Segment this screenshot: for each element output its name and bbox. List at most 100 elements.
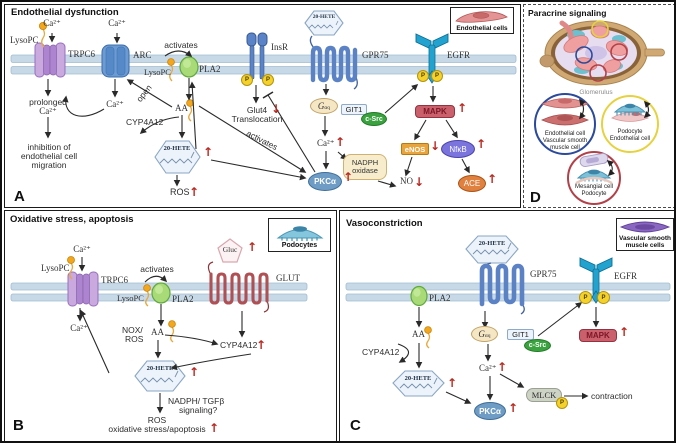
inhibition-label-line1: inhibition of <box>27 142 71 152</box>
20-hete-label: 20-HETE <box>404 375 432 382</box>
panel-d-art <box>534 20 665 205</box>
arrows <box>76 257 252 414</box>
panel-b-title: Oxidative stress, apoptosis <box>10 214 134 225</box>
prolonged-label-line1: prolonged <box>29 97 67 107</box>
csrc-node: c-Src <box>524 339 551 352</box>
aa-label: AA <box>151 327 164 337</box>
phospho-icon: P <box>597 291 610 304</box>
panel-a-art <box>10 10 517 188</box>
contraction-label: contraction <box>591 391 633 401</box>
activates-label: activates <box>140 264 174 274</box>
aa-label: AA <box>175 103 188 113</box>
glucose-label: Gluc <box>222 245 238 254</box>
cellbox-label: Endothelial cells <box>456 25 508 32</box>
20-hete-label: 20-HETE <box>312 14 336 20</box>
glut4-label-line1: Glut4 <box>246 105 268 115</box>
pla2-enzyme-icon <box>151 282 171 304</box>
lysopc-label: LysoPC <box>117 293 144 303</box>
20-hete-label: 20-HETE <box>478 240 506 247</box>
lysopc-label: LysoPC <box>144 67 171 77</box>
vascular-smooth-muscle-cell-icon <box>619 221 671 233</box>
podocyte-cell-icon <box>276 226 323 241</box>
panel-b: Oxidative stress, apoptosis B Ca²⁺ LysoP… <box>4 210 337 441</box>
circle1-label-line1: Endothelial cell <box>544 131 586 137</box>
circle2-label-line1: Podocyte <box>617 129 643 135</box>
nox-ros-label-line1: NOX/ <box>122 325 143 335</box>
trpc6-channel-icon <box>67 271 99 307</box>
panel-d: Paracrine signaling D Glomerulus Endothe… <box>523 4 674 208</box>
no-label: NO <box>400 176 413 186</box>
gq-subscript-label: αq <box>484 333 491 339</box>
calcium-label: Ca²⁺ <box>43 18 61 28</box>
endothelial-cell-icon <box>455 11 508 23</box>
20-hete-molecule-icon <box>392 370 445 397</box>
insr-label: InsR <box>271 42 289 52</box>
ros-label-line1: ROS <box>147 415 167 425</box>
panel-c-title: Vasoconstriction <box>346 218 423 229</box>
lysopc-lipid-icon <box>67 256 75 280</box>
mesangial-podocyte-crosstalk-circle <box>567 151 621 205</box>
panel-d-title: Paracrine signaling <box>528 8 607 18</box>
cellbox-label-line2: muscle cells <box>625 242 665 249</box>
gpr75-label: GPR75 <box>530 269 557 279</box>
lysopc-label: LysoPC <box>10 35 39 45</box>
upregulated-arrow-icon: ↑ <box>447 376 458 390</box>
mapk-node: MAPK <box>579 329 617 342</box>
git1-node: GIT1 <box>507 329 534 340</box>
circle1-label-line3: muscle cell <box>550 145 580 151</box>
trpc6-label: TRPC6 <box>68 49 96 59</box>
aa-label: AA <box>412 329 425 339</box>
ros-label: ROS <box>170 187 190 197</box>
glut-transporter-icon <box>207 261 270 313</box>
downregulated-arrow-icon: ↓ <box>430 139 441 153</box>
calcium-label: Ca²⁺ <box>70 323 88 333</box>
nox-ros-label-line2: ROS <box>125 334 144 344</box>
upregulated-arrow-icon: ↑ <box>189 185 200 199</box>
upregulated-arrow-icon: ↑ <box>457 101 468 115</box>
nadph-label-line1: NADPH <box>351 157 379 167</box>
cellbox-label-line1: Vascular smooth <box>618 235 672 242</box>
phospho-icon: P <box>417 70 429 82</box>
gpr75-receptor-icon <box>479 262 525 315</box>
calcium-label: Ca²⁺ <box>106 99 124 109</box>
ace-node: ACE <box>458 175 486 192</box>
20-hete-label: 20-HETE <box>146 365 174 372</box>
mesangial-ring-icon <box>610 43 628 61</box>
circle3-label-line1: Mesangial cell <box>574 184 614 190</box>
nadph-label-line2: oxidase <box>352 166 378 175</box>
egfr-label: EGFR <box>614 271 638 281</box>
pla2-label: PLA2 <box>172 294 194 304</box>
gq-subscript-label: αq <box>324 105 331 111</box>
gq-main-label: G <box>317 101 325 111</box>
enos-node: eNOS <box>401 143 429 155</box>
circle3-label-line2: Podocyte <box>581 191 607 197</box>
upregulated-arrow-icon: ↑ <box>247 240 258 254</box>
trpc6-label: TRPC6 <box>101 275 129 285</box>
glucose-molecule-icon <box>217 238 243 263</box>
csrc-node: c-Src <box>361 112 387 126</box>
egfr-receptor-icon <box>579 257 613 304</box>
gpr75-label: GPR75 <box>362 50 389 60</box>
inhibition-label-line2: endothelial cell <box>20 151 78 161</box>
20-hete-molecule-icon <box>465 235 519 264</box>
panel-a: Endothelial dysfunction A LysoPC Ca²⁺ TR… <box>4 4 521 208</box>
calcium-label: Ca²⁺ <box>73 244 91 254</box>
pla2-enzyme-icon <box>179 56 199 78</box>
calcium-label: Ca²⁺ <box>108 18 126 28</box>
git1-node: GIT1 <box>341 104 367 115</box>
calcium-label: Ca²⁺ <box>479 363 497 373</box>
20-hete-label: 20-HETE <box>163 145 191 152</box>
upregulated-arrow-icon: ↑ <box>487 172 498 186</box>
upregulated-arrow-icon: ↑ <box>619 325 630 339</box>
lysopc-label: LysoPC <box>41 263 70 273</box>
phospho-icon: P <box>262 74 274 86</box>
panel-a-title: Endothelial dysfunction <box>11 7 119 18</box>
panel-c-letter: C <box>350 417 361 434</box>
phospho-icon: P <box>579 291 592 304</box>
glut4-label-line2: Translocation <box>231 114 283 124</box>
upregulated-arrow-icon: ↑ <box>335 135 346 149</box>
panel-d-letter: D <box>530 189 541 206</box>
panel-b-art <box>10 238 308 414</box>
upregulated-arrow-icon: ↑ <box>256 338 267 352</box>
